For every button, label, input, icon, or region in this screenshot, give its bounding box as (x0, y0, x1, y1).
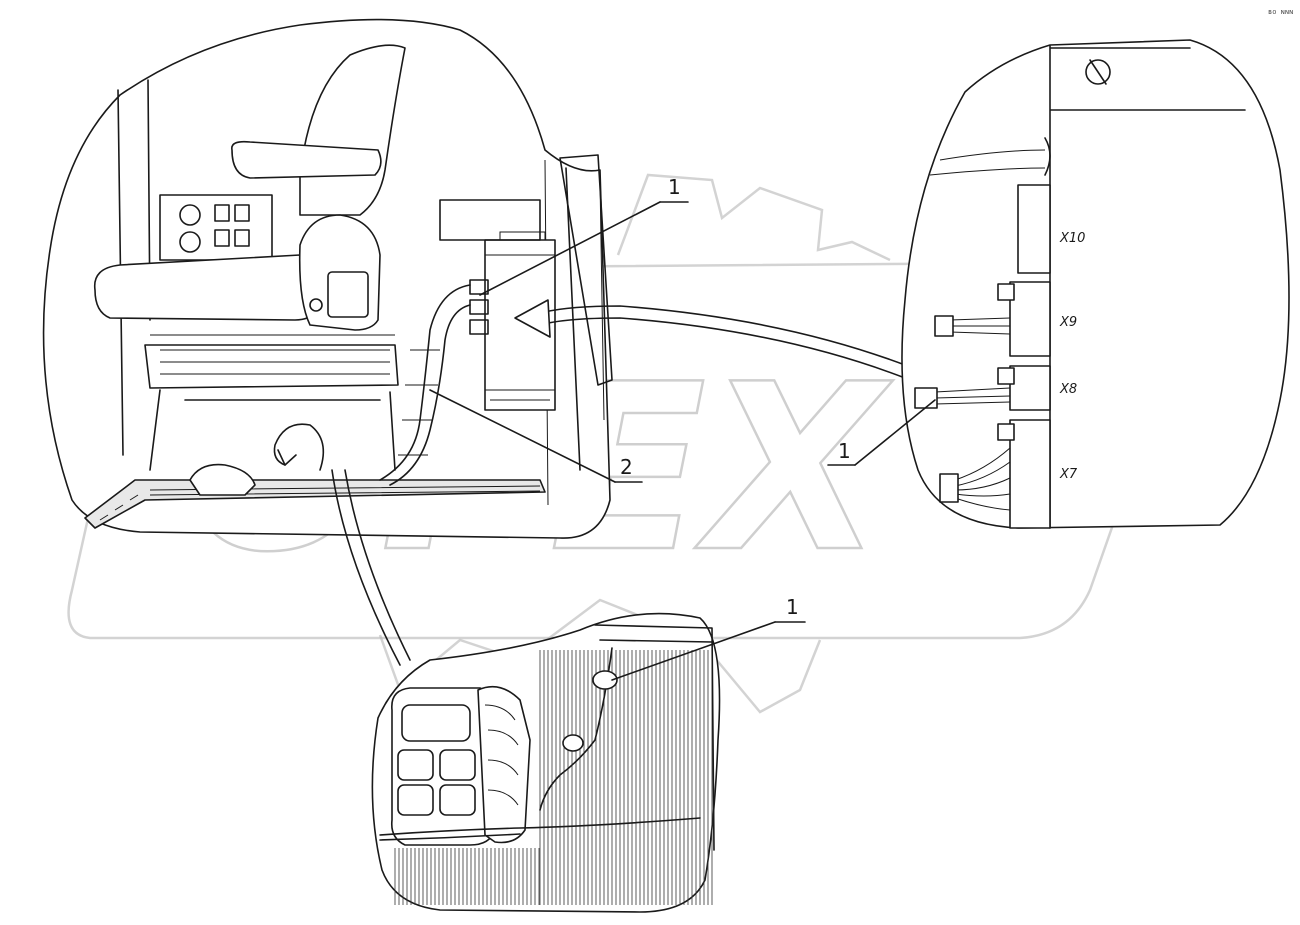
cable-grommet-1 (592, 670, 618, 690)
seat-detail-cable (379, 817, 701, 841)
floor-hatch-area (394, 650, 713, 905)
panel-knob-2 (179, 231, 201, 253)
under-seat-connector (189, 463, 256, 496)
upper-box (439, 199, 541, 241)
connector-x9-plug (934, 315, 954, 337)
connector-x7-block (1009, 419, 1051, 529)
callout-1-leader (479, 201, 661, 296)
loop-arrowhead (277, 449, 297, 466)
callout-2-leader (429, 389, 616, 483)
pointer-arrow-body (539, 317, 906, 379)
control-unit-connector-3 (469, 319, 489, 335)
connector-x9-label: X9 (1059, 315, 1077, 330)
seat-detail-view: 1 (371, 595, 806, 913)
wire-harness-clips (398, 349, 440, 456)
pointer-arrow (514, 299, 906, 379)
detail-right-callout-leader (854, 399, 936, 466)
control-unit-connector-1 (469, 279, 489, 295)
connector-x7-label: X7 (1059, 467, 1078, 482)
connector-x8-block (1009, 365, 1051, 411)
detail-bottom-callout-leader (611, 621, 776, 681)
connector-detail-view: X10 X9 X8 X7 1 (827, 39, 1290, 529)
connector-x9-block (1009, 281, 1051, 357)
seat-lever-bracket (327, 271, 369, 318)
seat-base (144, 344, 399, 389)
cab-pillar-right (559, 154, 613, 386)
connector-x8-wires (934, 387, 1011, 405)
top-bracket (1044, 137, 1051, 176)
panel-switch-1 (214, 204, 230, 222)
floor-hatch (99, 485, 541, 521)
connector-x7-plug (939, 473, 959, 503)
seat-pedestal (149, 389, 396, 471)
callout-2-label: 2 (620, 455, 633, 479)
panel-knob-1 (179, 204, 201, 226)
pointer-arrow-head (514, 299, 551, 338)
seat-detail-frame (594, 624, 715, 851)
seat-pad-4 (439, 784, 476, 816)
connector-x9-tab (997, 283, 1015, 301)
wire-harness-main (379, 284, 471, 481)
detail-link-cable (331, 469, 411, 666)
connector-x7-wires (954, 447, 1011, 511)
corner-reference-mark: ʙo ɴɴɴ (1268, 8, 1293, 16)
seat-cushion (93, 254, 321, 321)
control-unit-details (485, 231, 555, 401)
seat-suspension (150, 334, 395, 375)
connector-detail-outline (901, 39, 1290, 529)
connector-x8-plug (914, 387, 938, 409)
connector-x9-wires (949, 317, 1011, 335)
panel-switch-3 (214, 229, 230, 247)
seat-adjust-knob (309, 298, 323, 312)
looped-cable (273, 423, 325, 471)
cable-grommet-2 (562, 734, 584, 752)
control-unit-connector-2 (469, 299, 489, 315)
operator-seat (93, 44, 406, 471)
main-cab-view: 1 2 (42, 18, 689, 539)
connector-x8-label: X8 (1059, 382, 1077, 397)
seat-headrest (231, 140, 382, 179)
panel-switch-2 (234, 204, 250, 222)
detail-right-callout-label: 1 (838, 439, 851, 463)
detail-bottom-callout-label: 1 (786, 595, 799, 619)
seat-pad-1 (397, 749, 434, 781)
vertical-cable (539, 647, 613, 811)
connector-x10-block (1017, 184, 1051, 274)
wire-top (929, 149, 1046, 176)
pointer-arrow-body-2 (544, 305, 906, 366)
seat-pad-2 (439, 749, 476, 781)
mount-screw-slot (1089, 59, 1107, 85)
mount-screw (1085, 59, 1111, 85)
seat-side-ribs (484, 704, 519, 806)
connector-x7-tab (997, 423, 1015, 441)
wire-harness-secondary (389, 304, 471, 486)
panel-switch-4 (234, 229, 250, 247)
seat-pad-3 (397, 784, 434, 816)
callout-1-label: 1 (668, 175, 681, 199)
connector-x10-label: X10 (1059, 231, 1085, 246)
connector-x8-tab (997, 367, 1015, 385)
seat-pad-top (401, 704, 471, 742)
